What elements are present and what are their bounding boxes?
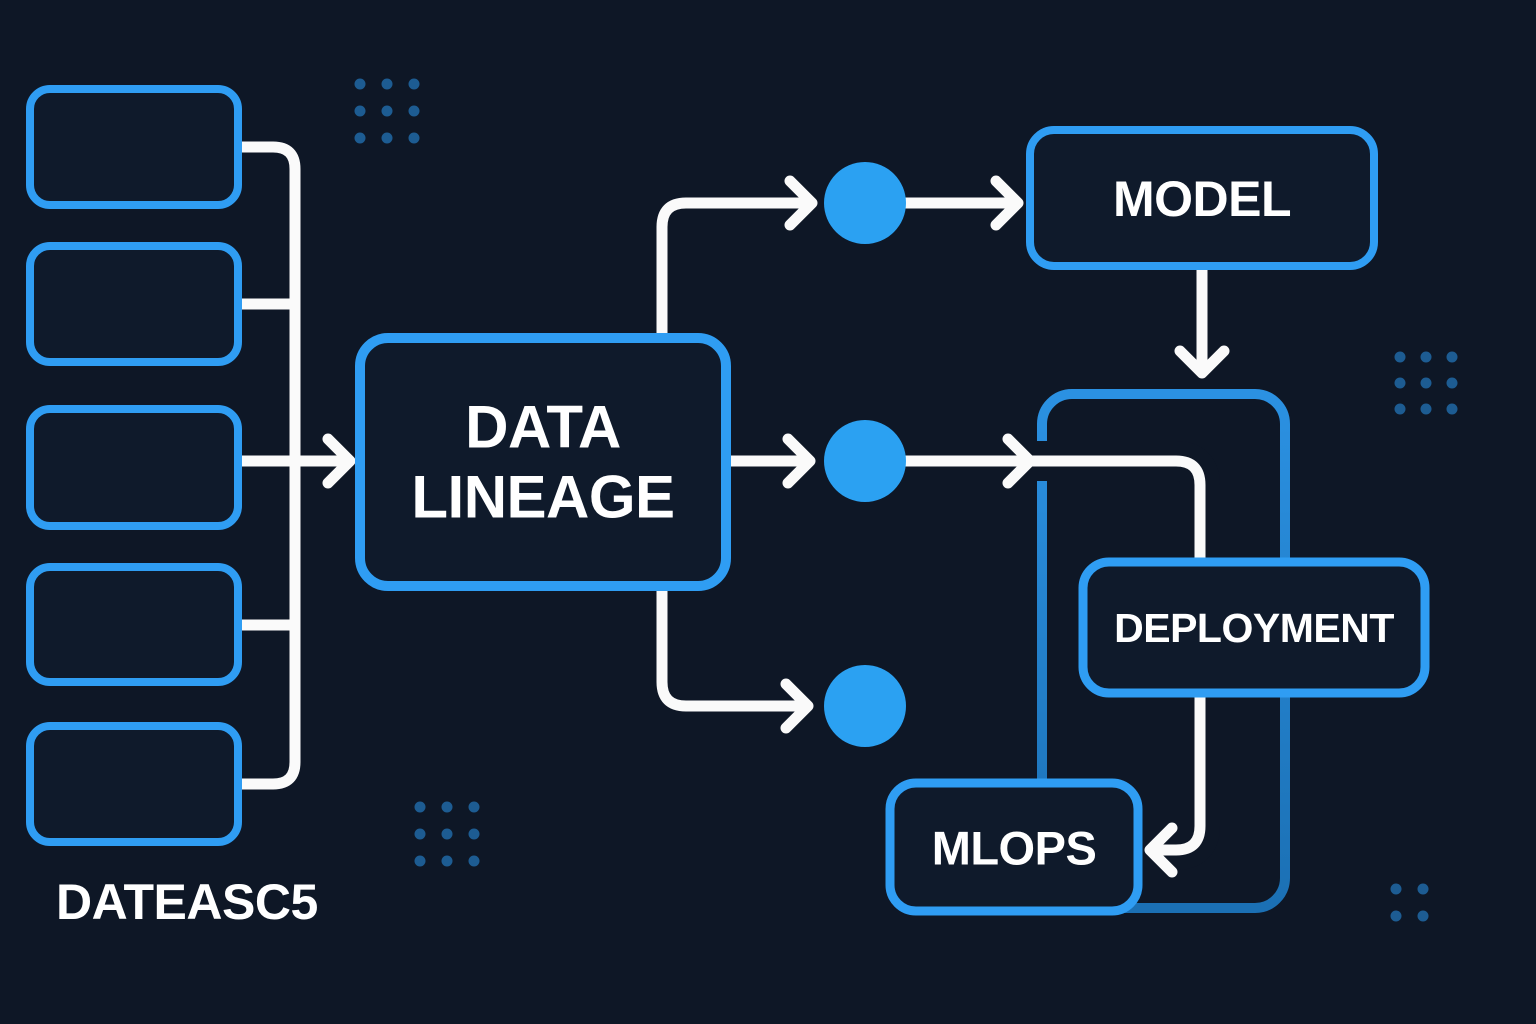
arrowhead-mid-branch-2 bbox=[1002, 433, 1036, 489]
dot-grid-4 bbox=[1390, 883, 1429, 922]
data-lineage-box bbox=[355, 333, 731, 591]
source-box-3 bbox=[26, 405, 242, 530]
arrowhead-top-branch bbox=[784, 175, 818, 231]
arrowhead-model-down bbox=[1174, 345, 1230, 379]
model-label: MODEL bbox=[1113, 171, 1291, 227]
connector-lineage-to-top-node bbox=[656, 197, 816, 344]
dot-grid-3 bbox=[414, 801, 480, 867]
mlops-box bbox=[885, 778, 1143, 916]
caption-label: DATEASC5 bbox=[56, 874, 318, 930]
arrowhead-bottom-branch bbox=[780, 678, 814, 734]
dot-grid-1 bbox=[354, 78, 420, 144]
pipeline-node-circle-1 bbox=[824, 162, 906, 244]
data-lineage-label-line1: DATA bbox=[465, 394, 621, 461]
arrowhead-mid-branch-1 bbox=[782, 433, 816, 489]
source-box-2 bbox=[26, 242, 242, 366]
deployment-label: DEPLOYMENT bbox=[1114, 605, 1394, 651]
arrowhead-into-data-lineage bbox=[322, 433, 356, 489]
deployment-box bbox=[1078, 557, 1430, 698]
arrowhead-into-mlops bbox=[1144, 822, 1178, 878]
arrowhead-into-model bbox=[990, 175, 1024, 231]
source-box-4 bbox=[26, 563, 242, 686]
connector-lineage-to-bottom-node bbox=[656, 580, 812, 712]
pipeline-node-circle-2 bbox=[824, 420, 906, 502]
data-lineage-label-line2: LINEAGE bbox=[411, 464, 674, 531]
source-box-1 bbox=[26, 85, 242, 209]
pipeline-node-circle-3 bbox=[824, 665, 906, 747]
dot-grid-2 bbox=[1394, 351, 1458, 415]
model-box bbox=[1026, 126, 1378, 270]
source-box-5 bbox=[26, 722, 242, 846]
mlops-label: MLOPS bbox=[932, 822, 1097, 875]
